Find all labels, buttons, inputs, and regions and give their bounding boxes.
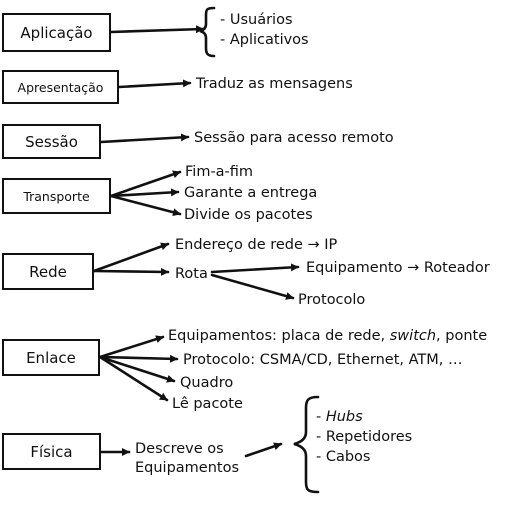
arrow-transporte-3 <box>109 194 182 217</box>
arrow-transporte-2 <box>109 188 180 198</box>
enlace-equipamentos-suffix: , ponte <box>436 328 488 344</box>
fisica-item-cabos: - Cabos <box>316 449 371 465</box>
layer-box-sessao: Sessão <box>2 124 101 159</box>
layer-box-enlace: Enlace <box>2 339 100 376</box>
enlace-equipamentos-prefix: Equipamentos: placa de rede, <box>168 328 390 344</box>
layer-label-fisica: Física <box>30 442 73 461</box>
enlace-quadro: Quadro <box>180 375 234 391</box>
layer-label-aplicacao: Aplicação <box>20 23 93 42</box>
arrow-transporte-1 <box>109 170 182 198</box>
arrow-descreve <box>244 442 283 458</box>
layer-box-rede: Rede <box>2 253 94 290</box>
arrow-rede-endereco <box>92 242 170 273</box>
transporte-item-divide: Divide os pacotes <box>184 207 313 223</box>
transporte-item-garante: Garante a entrega <box>184 185 318 201</box>
layer-box-apresentacao: Apresentação <box>2 70 119 104</box>
arrow-enlace-4 <box>98 355 169 402</box>
rede-equipamento: Equipamento → Roteador <box>306 260 490 276</box>
brace-aplicacao <box>199 6 216 58</box>
fisica-item-repetidores: - Repetidores <box>316 429 413 445</box>
rede-endereco: Endereço de rede → IP <box>175 237 338 253</box>
layer-label-sessao: Sessão <box>25 132 78 151</box>
layer-label-rede: Rede <box>29 262 67 281</box>
fisica-item-hubs-label: Hubs <box>325 409 363 425</box>
aplicacao-item-usuarios: - Usuários <box>220 12 293 28</box>
layer-label-transporte: Transporte <box>23 188 90 204</box>
layer-label-enlace: Enlace <box>26 348 76 367</box>
transporte-item-fim-a-fim: Fim-a-fim <box>185 164 254 180</box>
sessao-desc: Sessão para acesso remoto <box>194 130 394 146</box>
fisica-item-hubs: - Hubs <box>316 408 363 426</box>
layer-box-fisica: Física <box>2 433 101 470</box>
arrow-apresentacao <box>117 79 192 89</box>
brace-fisica <box>293 395 320 494</box>
arrow-enlace-1 <box>98 335 165 359</box>
arrow-sessao <box>99 133 190 144</box>
arrow-rota-protocolo <box>210 273 295 300</box>
arrow-aplicacao <box>109 25 205 34</box>
fisica-descreve-line2: Equipamentos <box>135 460 240 476</box>
rede-protocolo: Protocolo <box>298 292 366 308</box>
layer-box-transporte: Transporte <box>2 178 111 214</box>
enlace-protocolo: Protocolo: CSMA/CD, Ethernet, ATM, … <box>183 352 463 368</box>
arrow-rota-equipamento <box>210 263 300 274</box>
layer-box-aplicacao: Aplicação <box>2 13 111 52</box>
arrow-enlace-3 <box>98 355 176 383</box>
fisica-descreve-line1: Descreve os <box>135 441 224 457</box>
enlace-equipamentos: Equipamentos: placa de rede, switch, pon… <box>168 327 487 345</box>
arrow-rede-rota <box>92 267 170 276</box>
apresentacao-desc: Traduz as mensagens <box>196 76 353 92</box>
rede-rota: Rota <box>175 266 208 282</box>
layer-label-apresentacao: Apresentação <box>17 79 104 95</box>
fisica-item-hubs-prefix: - <box>316 409 326 425</box>
aplicacao-item-aplicativos: - Aplicativos <box>220 32 309 48</box>
enlace-le-pacote: Lê pacote <box>172 396 243 412</box>
arrow-enlace-2 <box>98 354 179 363</box>
enlace-equipamentos-switch: switch <box>389 328 437 344</box>
